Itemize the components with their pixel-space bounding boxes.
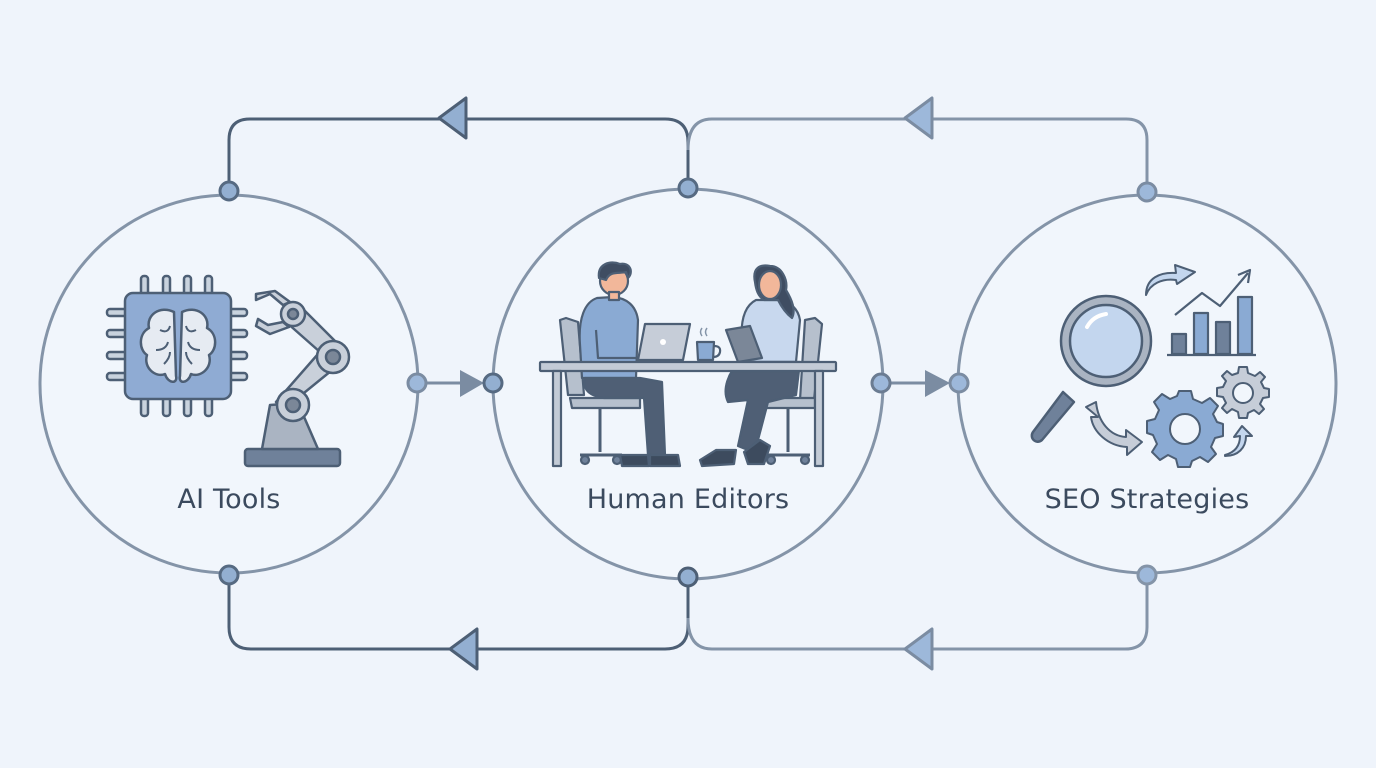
arrowhead-top-left-icon	[437, 96, 468, 140]
bottom-loop-connector-right	[686, 576, 1149, 651]
port-dots	[218, 177, 1158, 588]
brain-chip-icon	[105, 274, 249, 418]
arrowhead-bottom-left-icon	[448, 627, 479, 671]
bar-chart-trend-icon	[1167, 268, 1256, 357]
top-loop-connector-right	[686, 117, 1149, 190]
node-circle-human-editors[interactable]	[491, 187, 885, 581]
node-label-human-editors: Human Editors	[586, 484, 790, 515]
node-label-ai-tools: AI Tools	[177, 484, 281, 515]
cycle-arrows-icon	[1085, 401, 1143, 456]
arrowhead-top-right-icon	[903, 96, 934, 140]
node-label-seo-strategies: SEO Strategies	[1044, 484, 1250, 515]
node-circle-seo-strategies[interactable]	[956, 193, 1338, 575]
robot-arm-icon	[243, 289, 351, 468]
curved-arrow-icon	[1145, 264, 1196, 296]
editors-at-desk-icon	[538, 261, 838, 468]
magnifier-icon	[1030, 294, 1153, 443]
bottom-loop-connector-left	[227, 576, 690, 651]
gears-icon	[1146, 366, 1270, 468]
arrowhead-bottom-right-icon	[903, 627, 934, 671]
